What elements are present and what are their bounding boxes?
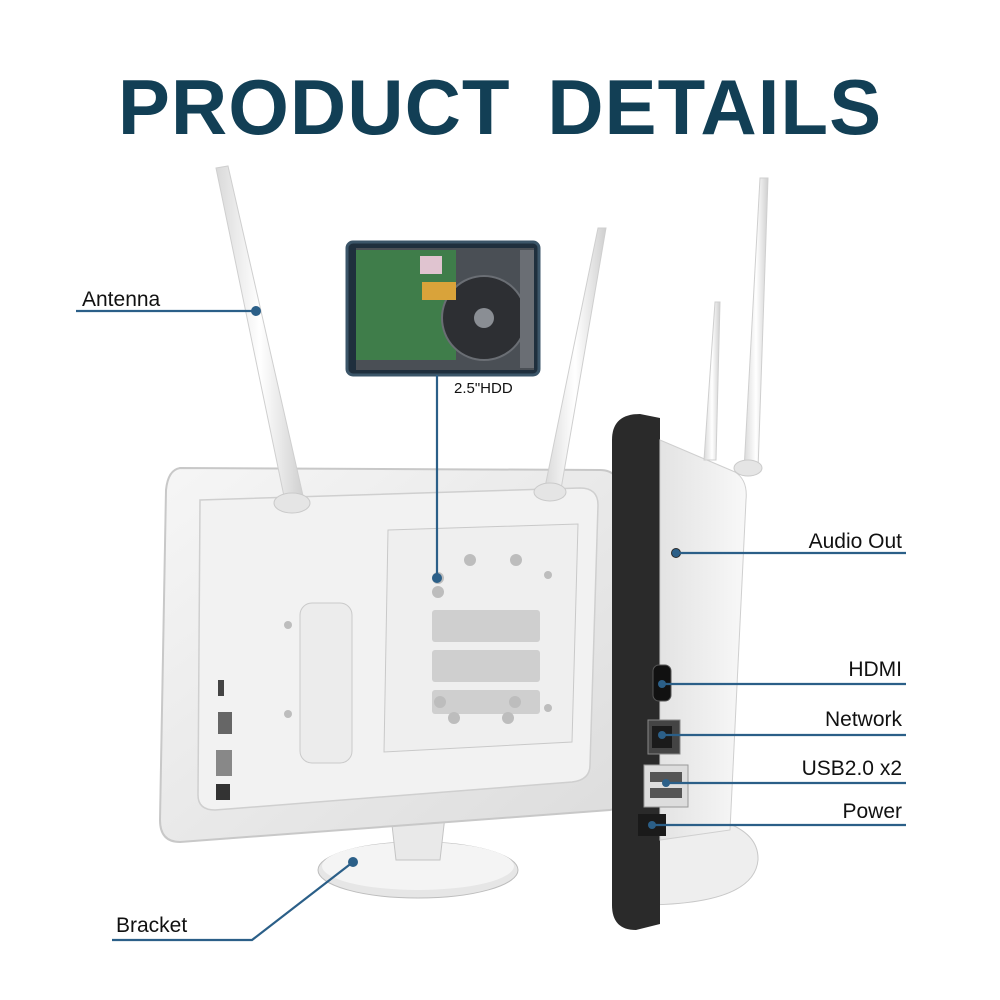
side-antenna-tall (743, 177, 769, 471)
network-label: Network (824, 708, 902, 731)
rear-view-monitor (158, 165, 627, 899)
page-title: PRODUCT DETAILS (117, 63, 883, 151)
hdd-inset (345, 240, 541, 377)
left-antenna (215, 165, 305, 507)
side-view-monitor (612, 177, 769, 930)
antenna-label: Antenna (82, 288, 161, 311)
vent-grille (432, 610, 540, 714)
hdmi-label: HDMI (848, 658, 902, 681)
bracket-label: Bracket (116, 914, 188, 937)
audio-out-label: Audio Out (808, 530, 902, 553)
power-label: Power (842, 800, 902, 823)
callout-lines (76, 306, 906, 942)
bracket-callout-line (112, 861, 354, 942)
usb-label: USB2.0 x2 (801, 757, 902, 780)
hdd-label: 2.5"HDD (454, 380, 513, 397)
center-antenna (543, 227, 607, 496)
side-antenna-short (703, 301, 721, 461)
